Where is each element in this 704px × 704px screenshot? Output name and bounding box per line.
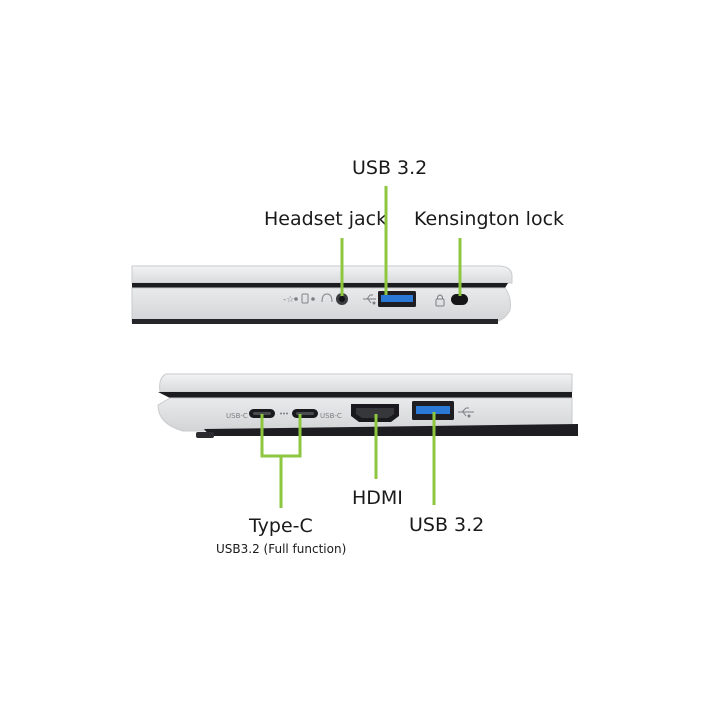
hdmi-label: HDMI — [352, 487, 403, 509]
usb-symbol-icon-bottom — [458, 407, 474, 418]
callout-lines — [260, 186, 462, 508]
usb-symbol-icon — [363, 294, 376, 305]
kensington-lock-label: Kensington lock — [414, 208, 565, 230]
lock-symbol-icon — [435, 294, 445, 307]
usbc-mark-2: USB-C — [320, 412, 342, 420]
port-dots — [280, 412, 288, 415]
svg-text:-☆-: -☆- — [283, 295, 298, 305]
typec-sublabel: USB3.2 (Full function) — [216, 542, 347, 556]
laptop-right-side-view: -☆- — [131, 265, 513, 324]
usb32-top-label: USB 3.2 — [352, 157, 428, 179]
laptop-left-side-view: USB-C USB-C — [157, 373, 578, 438]
typec-label: Type-C — [249, 515, 313, 537]
headset-jack-label: Headset jack — [264, 208, 388, 230]
kensington-slot — [451, 294, 468, 305]
usbc-mark-1: USB-C — [226, 412, 248, 420]
usb32-bottom-label: USB 3.2 — [409, 514, 485, 536]
status-indicator-icons: -☆- — [283, 293, 333, 305]
